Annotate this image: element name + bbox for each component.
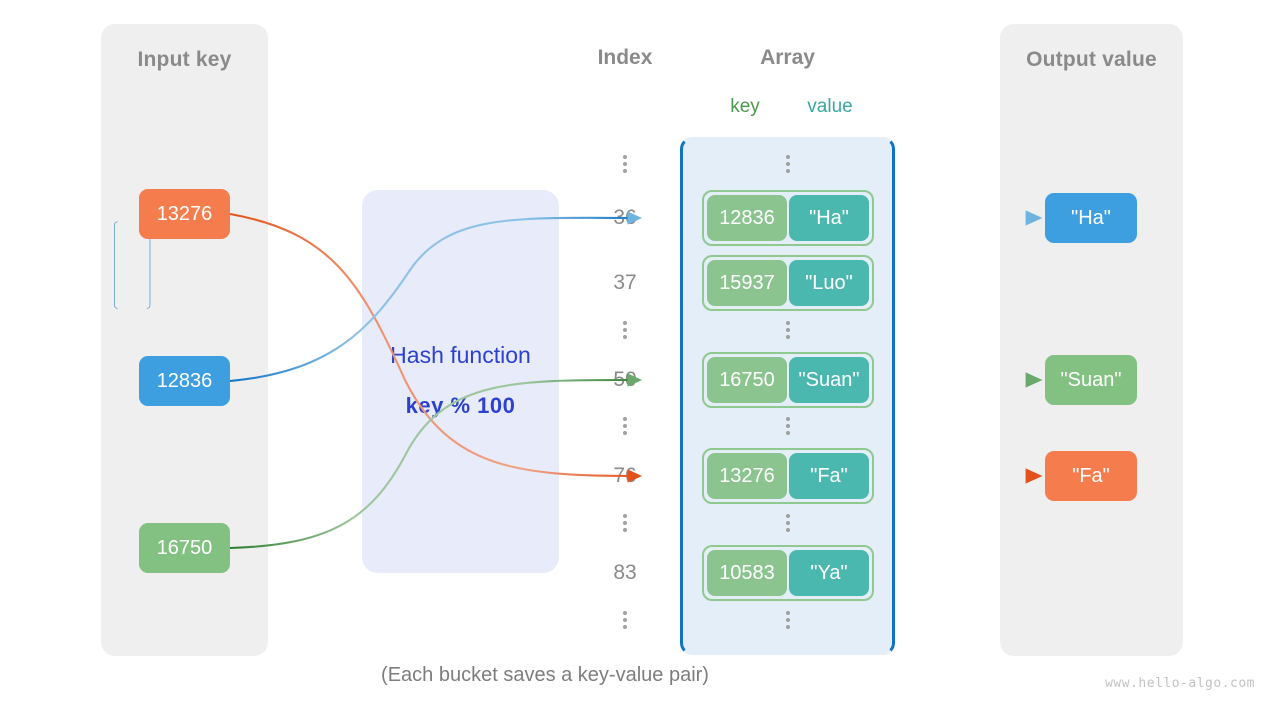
output-value-panel-title: Output value — [1026, 48, 1157, 71]
hash-function-box: Hash function key % 100 — [362, 190, 559, 573]
output-value-Suan[interactable]: "Suan" — [1045, 355, 1137, 405]
array-ellipsis — [680, 414, 895, 443]
index-ellipsis — [580, 318, 670, 346]
vertical-ellipsis-icon — [623, 511, 627, 535]
vertical-ellipsis-icon — [785, 318, 790, 342]
index-ellipsis — [580, 414, 670, 442]
value-column-header: value — [807, 96, 853, 117]
bucket-value: "Suan" — [789, 357, 869, 403]
watermark: www.hello-algo.com — [1105, 676, 1255, 691]
bucket-value: "Fa" — [789, 453, 869, 499]
input-key-13276[interactable]: 13276 — [139, 189, 230, 239]
bucket-36[interactable]: 12836"Ha" — [702, 190, 874, 246]
bucket-37[interactable]: 15937"Luo" — [702, 255, 874, 311]
input-key-12836[interactable]: 12836 — [139, 356, 230, 406]
array-ellipsis — [680, 318, 895, 347]
index-label-37: 37 — [613, 271, 637, 294]
index-column-header: Index — [597, 46, 653, 69]
index-label-76: 76 — [613, 464, 637, 487]
bucket-value: "Luo" — [789, 260, 869, 306]
vertical-ellipsis-icon — [623, 414, 627, 438]
output-value-panel: Output value — [1000, 24, 1183, 656]
input-key-16750[interactable]: 16750 — [139, 523, 230, 573]
bucket-key: 10583 — [707, 550, 787, 596]
bucket-key: 15937 — [707, 260, 787, 306]
input-key-panel-title: Input key — [137, 48, 232, 71]
vertical-ellipsis-icon — [785, 511, 790, 535]
index-label-50: 50 — [613, 368, 637, 391]
bucket-value: "Ya" — [789, 550, 869, 596]
hash-function-name: Hash function — [390, 342, 531, 368]
index-label-83: 83 — [613, 561, 637, 584]
output-value-Ha[interactable]: "Ha" — [1045, 193, 1137, 243]
bucket-key: 12836 — [707, 195, 787, 241]
vertical-ellipsis-icon — [785, 608, 790, 632]
vertical-ellipsis-icon — [785, 414, 790, 438]
vertical-ellipsis-icon — [785, 152, 790, 176]
vertical-ellipsis-icon — [623, 608, 627, 632]
index-ellipsis — [580, 608, 670, 636]
vertical-ellipsis-icon — [623, 318, 627, 342]
bucket-83[interactable]: 10583"Ya" — [702, 545, 874, 601]
vertical-ellipsis-icon — [623, 152, 627, 176]
key-column-header: key — [730, 96, 760, 117]
bucket-50[interactable]: 16750"Suan" — [702, 352, 874, 408]
index-label-36: 36 — [613, 206, 637, 229]
array-ellipsis — [680, 608, 895, 637]
array-column-header: Array — [760, 46, 815, 69]
bucket-76[interactable]: 13276"Fa" — [702, 448, 874, 504]
hash-function-expression: key % 100 — [405, 393, 516, 418]
bucket-key: 16750 — [707, 357, 787, 403]
bucket-value: "Ha" — [789, 195, 869, 241]
bucket-key: 13276 — [707, 453, 787, 499]
array-ellipsis — [680, 511, 895, 540]
index-ellipsis — [580, 511, 670, 539]
output-value-Fa[interactable]: "Fa" — [1045, 451, 1137, 501]
diagram-caption: (Each bucket saves a key-value pair) — [381, 664, 709, 686]
array-ellipsis — [680, 152, 895, 181]
index-ellipsis — [580, 152, 670, 180]
